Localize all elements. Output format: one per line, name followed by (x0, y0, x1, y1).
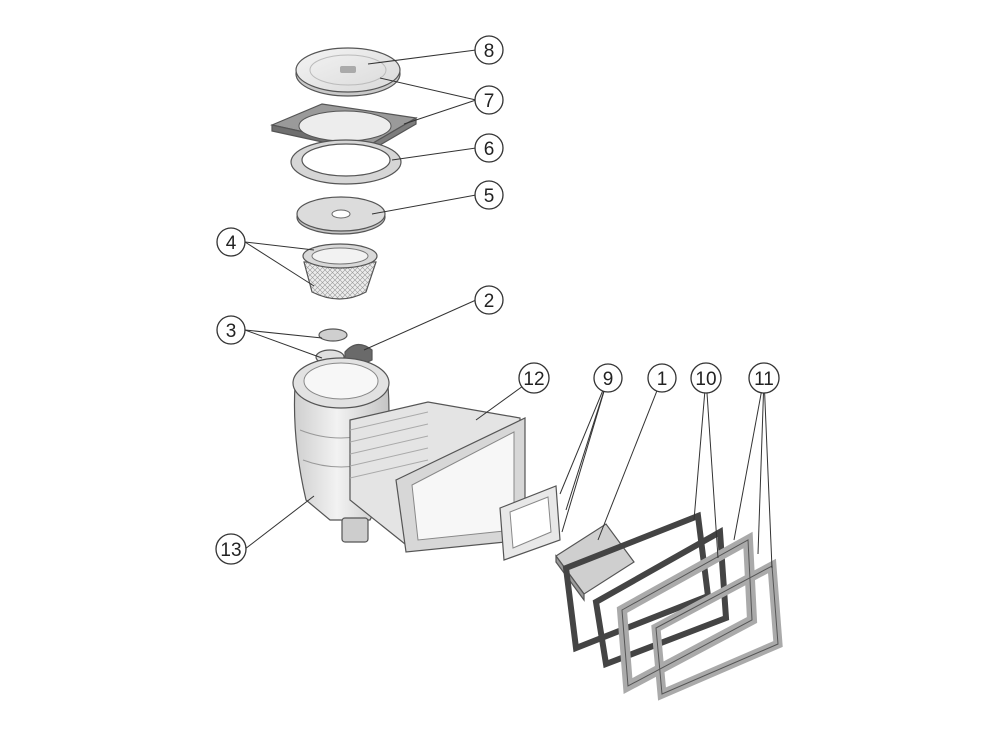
callout-label-12: 12 (523, 369, 544, 390)
callout-12: 12 (518, 362, 550, 394)
callout-label-8: 8 (484, 41, 495, 62)
callout-3: 3 (216, 315, 246, 345)
callout-label-6: 6 (484, 139, 495, 160)
callout-13: 13 (215, 533, 247, 565)
face-plates-part (616, 531, 783, 701)
callout-label-2: 2 (484, 291, 495, 312)
callout-5: 5 (474, 180, 504, 210)
cover-disc-part (296, 196, 386, 235)
callout-label-4: 4 (226, 233, 237, 254)
lid-part (295, 47, 401, 97)
mouth-part (349, 401, 526, 553)
callout-label-5: 5 (484, 186, 495, 207)
callout-label-9: 9 (603, 369, 614, 390)
callout-label-13: 13 (220, 540, 241, 561)
callout-label-11: 11 (754, 369, 774, 390)
callout-2: 2 (474, 285, 504, 315)
callout-8: 8 (474, 35, 504, 65)
callout-6: 6 (474, 133, 504, 163)
callout-label-3: 3 (226, 321, 237, 342)
callout-11: 11 (748, 362, 780, 394)
callout-4: 4 (216, 227, 246, 257)
collar-ring-part (290, 139, 402, 185)
callout-label-7: 7 (484, 91, 495, 112)
callout-label-1: 1 (657, 369, 668, 390)
basket-part (302, 243, 378, 300)
clamp-frame-part (499, 485, 561, 561)
callout-7: 7 (474, 85, 504, 115)
callout-1: 1 (647, 363, 677, 393)
callout-9: 9 (593, 363, 623, 393)
leader-lines (244, 49, 773, 569)
callout-label-10: 10 (695, 369, 716, 390)
callout-10: 10 (690, 362, 722, 394)
